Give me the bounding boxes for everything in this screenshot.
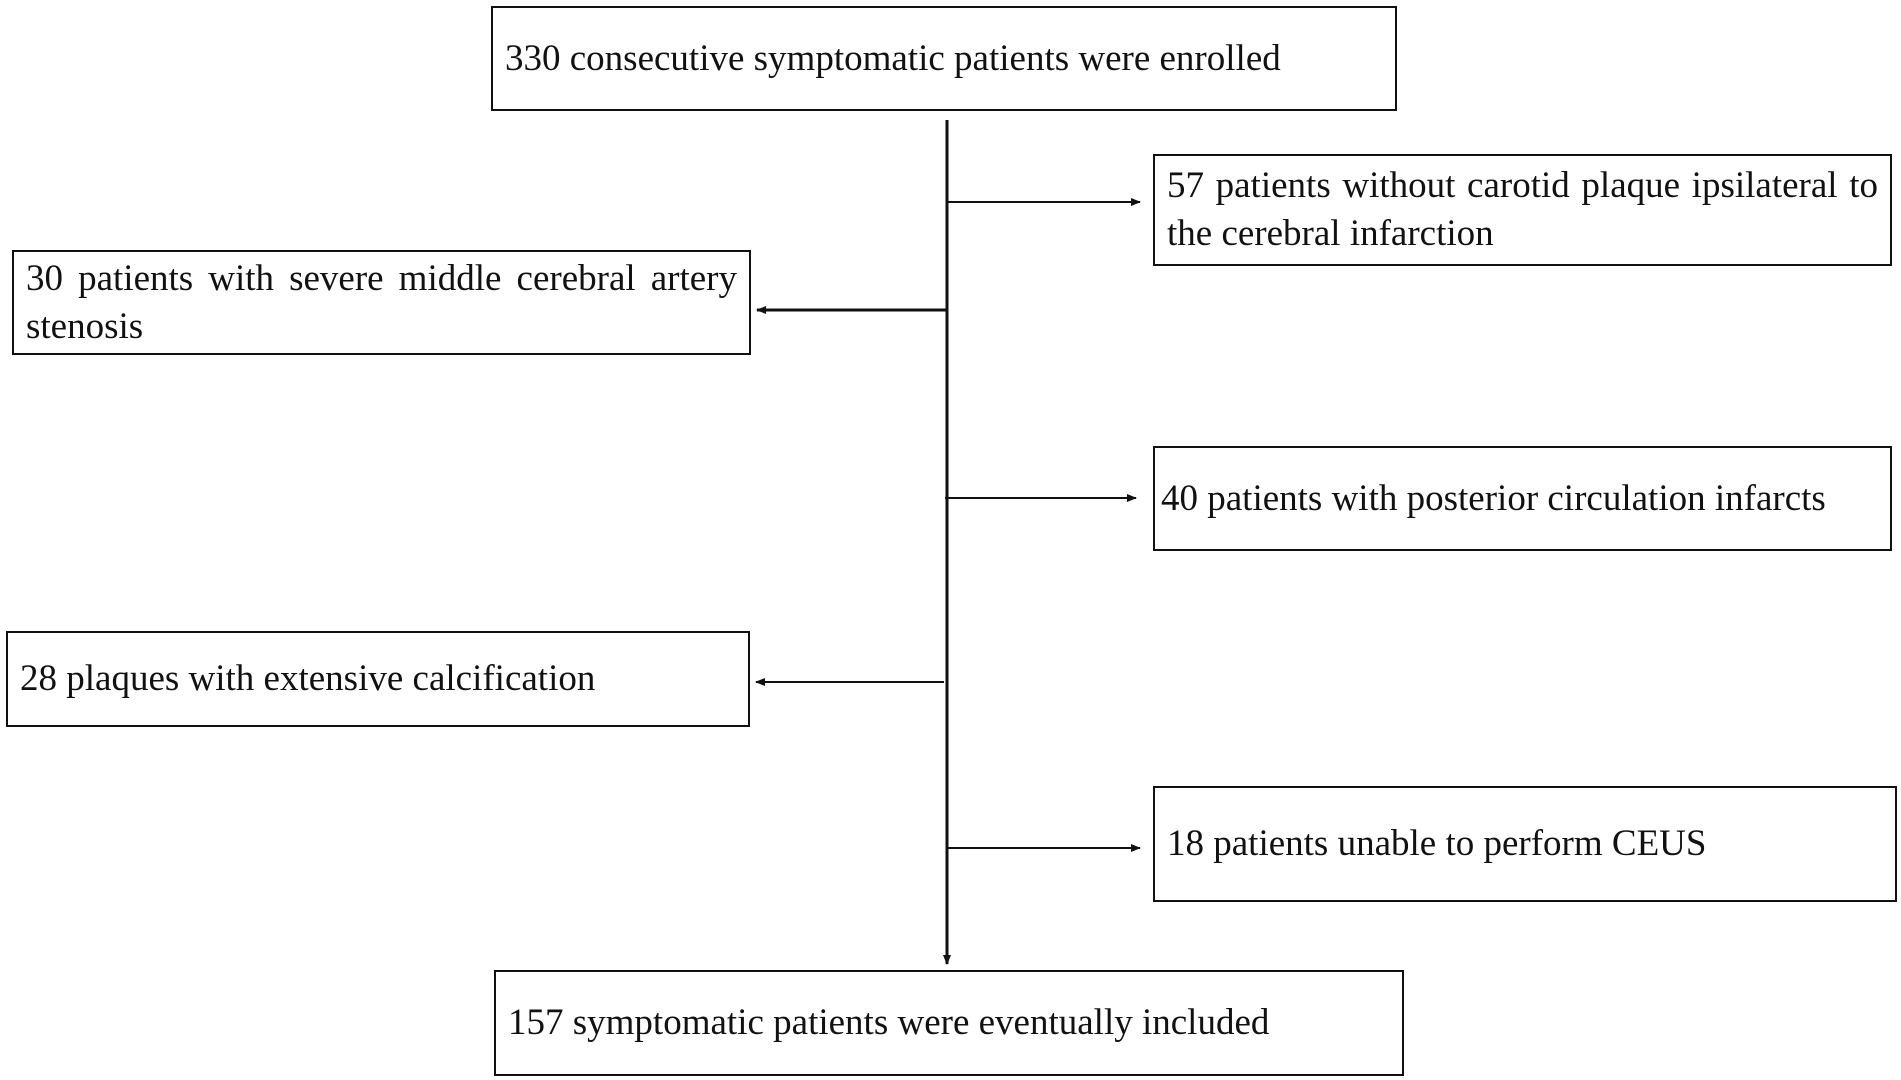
exclusion-box-mca-stenosis: 30 patients with severe middle cerebral … bbox=[12, 250, 751, 355]
exclusion-text-ceus: 18 patients unable to perform CEUS bbox=[1167, 823, 1707, 864]
exclusion-text-mca-stenosis: 30 patients with severe middle cerebral … bbox=[26, 257, 737, 347]
exclusion-box-no-plaque: 57 patients without carotid plaque ipsil… bbox=[1153, 154, 1892, 266]
exclusion-text-posterior-infarcts: 40 patients with posterior circulation i… bbox=[1161, 477, 1826, 519]
exclusion-box-posterior-infarcts: 40 patients with posterior circulation i… bbox=[1153, 446, 1892, 551]
enrolled-text: 330 consecutive symptomatic patients wer… bbox=[505, 37, 1281, 79]
exclusion-text-calcification: 28 plaques with extensive calcification bbox=[20, 658, 596, 699]
exclusion-text-no-plaque: 57 patients without carotid plaque ipsil… bbox=[1167, 165, 1878, 254]
included-text: 157 symptomatic patients were eventually… bbox=[508, 1002, 1270, 1043]
exclusion-box-ceus: 18 patients unable to perform CEUS bbox=[1153, 786, 1897, 902]
enrolled-box: 330 consecutive symptomatic patients wer… bbox=[491, 6, 1397, 111]
included-box: 157 symptomatic patients were eventually… bbox=[494, 970, 1404, 1076]
exclusion-box-calcification: 28 plaques with extensive calcification bbox=[6, 631, 750, 727]
